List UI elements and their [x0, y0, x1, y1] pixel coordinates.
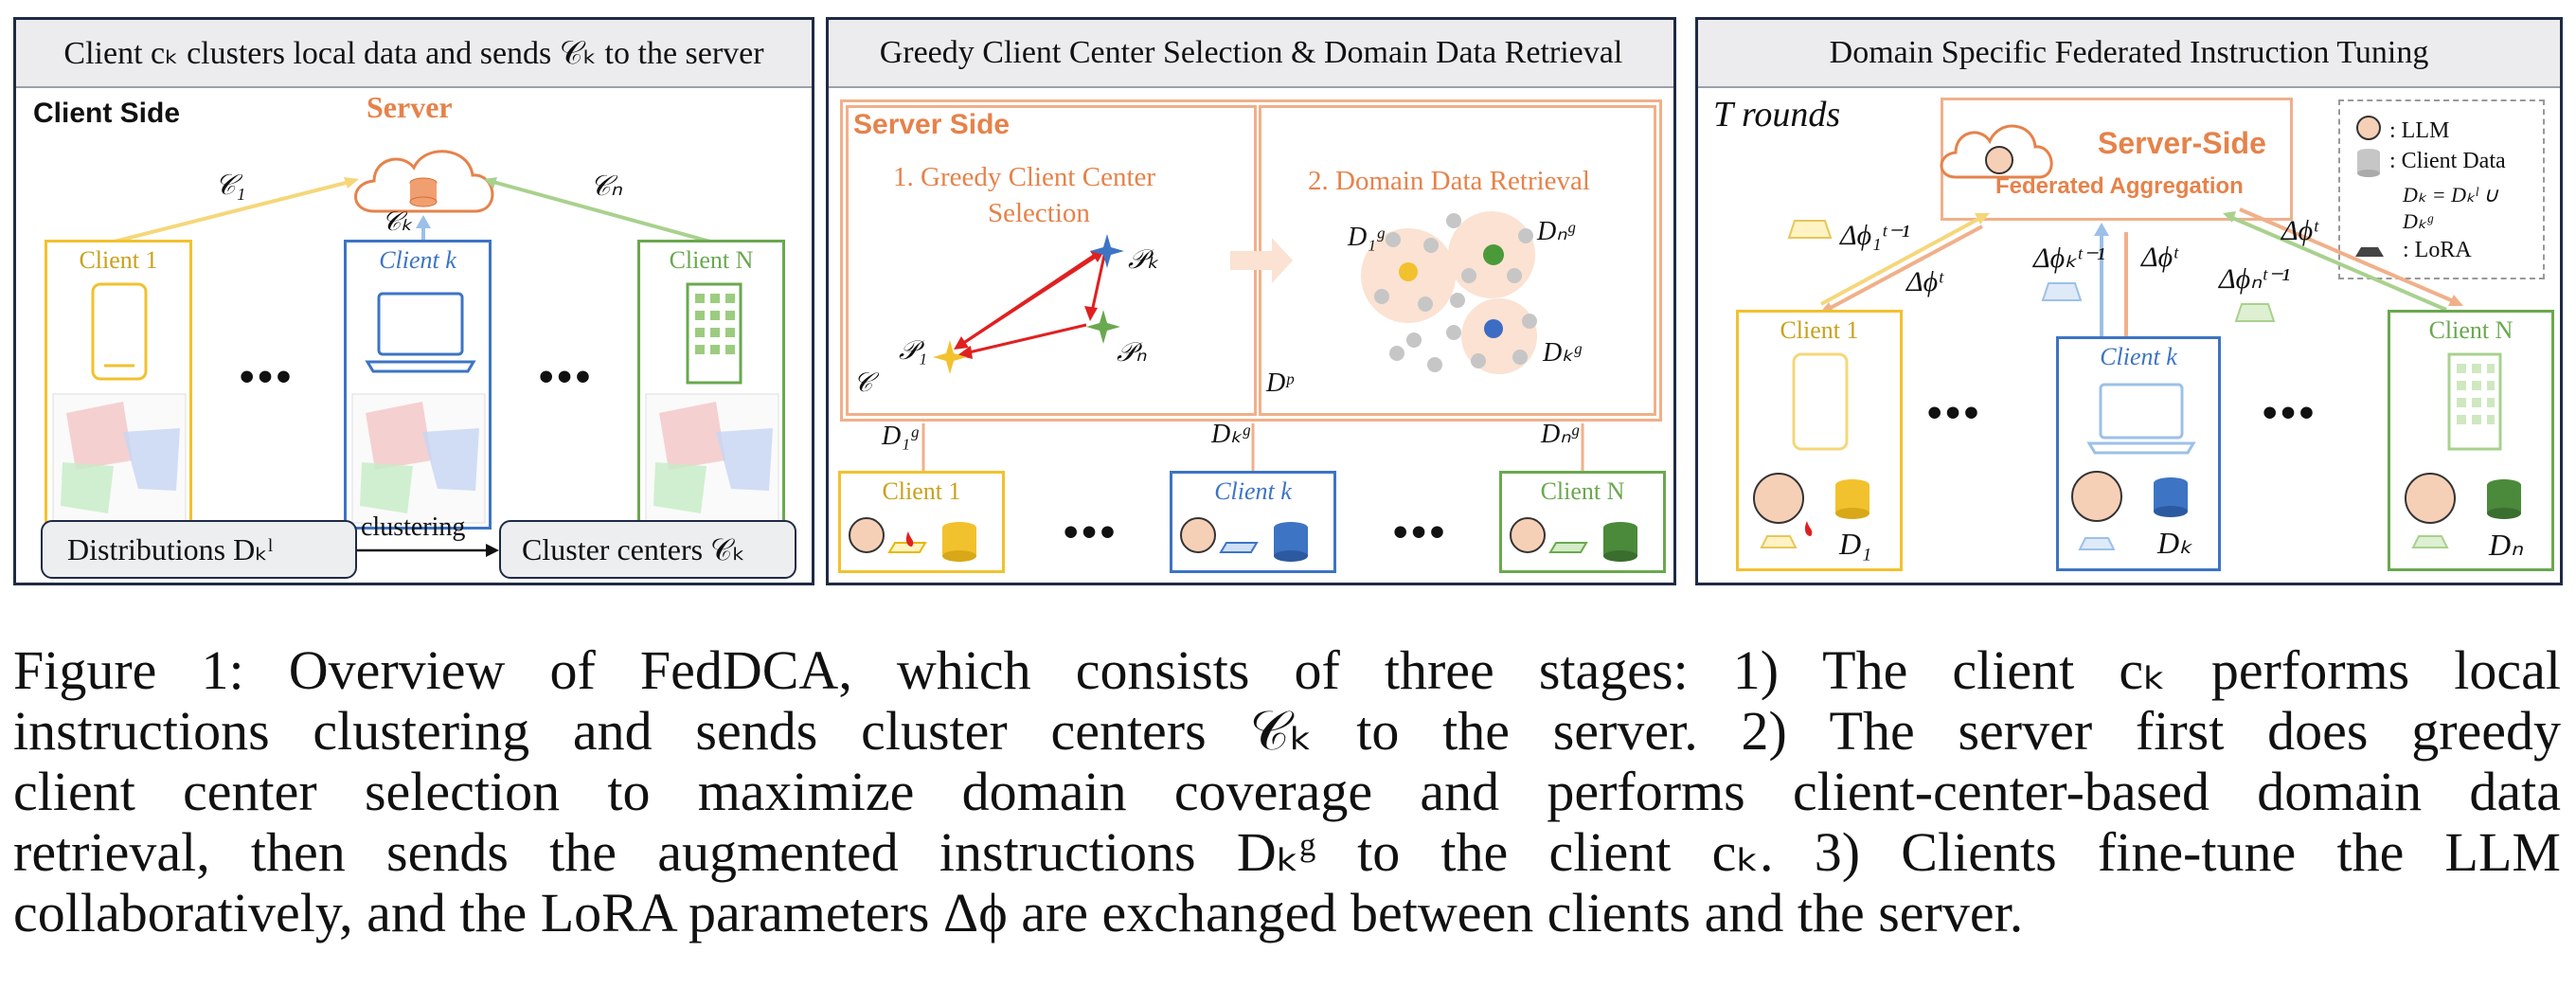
rounds-label: T rounds — [1713, 95, 1841, 135]
caption-line-3: client center selection to maximize doma… — [13, 761, 2561, 822]
client-k-card: Client k Dₖ — [2056, 336, 2221, 571]
down-label-1: Δϕᵗ — [1906, 266, 1943, 297]
ellipsis: ••• — [1064, 509, 1119, 555]
distributions-box — [41, 520, 357, 579]
down-label-n: Δϕᵗ — [2281, 215, 2318, 246]
legend-lora: : LoRA — [2403, 238, 2472, 262]
panel-title: Greedy Client Center Selection & Domain … — [829, 20, 1673, 88]
ellipsis: ••• — [539, 353, 595, 400]
client-n-label: Client N — [2428, 316, 2513, 344]
client-n-card: Client N Dₙ — [2388, 310, 2554, 571]
client-n-label: Client N — [669, 246, 754, 274]
caption-line-4: retrieval, then sends the augmented inst… — [13, 821, 2561, 883]
federated-diagram — [1787, 116, 2463, 351]
pn-label: 𝒫ₙ — [1117, 338, 1147, 368]
d1-label: D₁ — [1839, 527, 1872, 561]
figure-caption: Figure 1: Overview of FedDCA, which cons… — [13, 640, 2561, 943]
client-1-card: Client 1 — [45, 240, 192, 530]
legend-llm: : LLM — [2389, 118, 2450, 143]
laptop-icon — [365, 292, 476, 373]
dp-label: Dᵖ — [1266, 368, 1294, 398]
out-d1g-label: D₁ᵍ — [882, 422, 918, 451]
scatter-thumbnail — [52, 393, 187, 524]
step2-label: 2. Domain Data Retrieval — [1308, 166, 1590, 196]
c-label: 𝒞 — [853, 368, 873, 398]
caption-line-1: Figure 1: Overview of FedDCA, which cons… — [13, 639, 2561, 701]
server-cloud-icon — [106, 150, 718, 557]
selection-box — [846, 105, 1257, 416]
greedy-selection-diagram — [916, 211, 1590, 484]
down-label-k: Δϕᵗ — [2141, 242, 2178, 273]
arrow-label-cn: 𝒞ₙ — [590, 171, 622, 202]
out-dkg-label: Dₖᵍ — [1211, 420, 1250, 449]
panel-title: Domain Specific Federated Instruction Tu… — [1698, 20, 2560, 88]
cluster-centers-box — [499, 520, 796, 579]
scatter-thumbnail — [351, 393, 486, 524]
ellipsis: ••• — [1393, 509, 1449, 555]
client-1-label: Client 1 — [882, 477, 961, 505]
distributions-label: Distributions Dₖˡ — [67, 532, 274, 566]
dkg-label: Dₖᵍ — [1543, 338, 1582, 368]
up-label-k: Δϕₖᵗ⁻¹ — [2033, 243, 2105, 274]
client-1-card: Client 1 D₁ — [1736, 310, 1903, 571]
scatter-thumbnail — [645, 393, 779, 524]
d1g-label: D₁ᵍ — [1348, 223, 1384, 252]
client-1-label: Client 1 — [79, 246, 158, 274]
client-k-label: Client k — [1214, 477, 1292, 505]
dn-label: Dₙ — [2489, 528, 2523, 562]
up-label-n: Δϕₙᵗ⁻¹ — [2219, 263, 2290, 295]
phone-icon — [1753, 352, 1869, 548]
caption-line-2: instructions clustering and sends cluste… — [13, 700, 2561, 762]
building-icon — [2405, 352, 2521, 548]
client-k-card: Client k — [344, 240, 492, 530]
federated-tuning-panel: Domain Specific Federated Instruction Tu… — [1695, 17, 2563, 585]
up-label-1: Δϕ₁ᵗ⁻¹ — [1840, 220, 1910, 251]
client-resources-icons — [849, 517, 1637, 562]
panel-title: Client cₖ clusters local data and sends … — [16, 20, 812, 88]
client-n-label: Client N — [1540, 477, 1625, 505]
client-1-label: Client 1 — [1780, 316, 1859, 344]
center-selection-panel: Greedy Client Center Selection & Domain … — [826, 17, 1676, 585]
client-clustering-panel: Client cₖ clusters local data and sends … — [13, 17, 814, 585]
pk-label: 𝒫ₖ — [1128, 245, 1159, 275]
out-dng-label: Dₙᵍ — [1541, 420, 1579, 449]
step1-label-2: Selection — [988, 198, 1090, 228]
building-icon — [686, 282, 742, 385]
step1-label: 1. Greedy Client Center — [893, 162, 1156, 192]
clustering-label: clustering — [361, 512, 466, 542]
client-n-card: Client N — [637, 240, 785, 530]
legend-data: : Client Data — [2389, 149, 2506, 173]
arrow-label-c1: 𝒞₁ — [215, 170, 246, 201]
caption-line-5: collaboratively, and the LoRA parameters… — [13, 882, 2024, 943]
client-k-label: Client k — [2100, 343, 2177, 370]
client-k-box: Client k — [1170, 471, 1336, 573]
server-side-label: Server Side — [853, 109, 1011, 140]
client-k-label: Client k — [379, 246, 456, 274]
ellipsis: ••• — [240, 353, 295, 400]
legend-eq: Dₖ = Dₖˡ ∪ — [2403, 183, 2498, 207]
server-side-label: Server-Side — [2098, 126, 2266, 160]
laptop-icon — [2071, 383, 2196, 550]
dng-label: Dₙᵍ — [1537, 217, 1575, 246]
client-side-label: Client Side — [33, 98, 181, 129]
server-label: Server — [367, 90, 453, 124]
arrow-label-ck: 𝒞ₖ — [382, 207, 413, 237]
ellipsis: ••• — [1927, 389, 1983, 436]
dk-label: Dₖ — [2157, 526, 2192, 560]
p1-label: 𝒫₁ — [899, 336, 927, 366]
phone-icon — [91, 282, 148, 381]
ellipsis: ••• — [2263, 389, 2318, 436]
legend-eq2: Dₖᵍ — [2403, 209, 2433, 233]
cluster-centers-label: Cluster centers 𝒞ₖ — [522, 532, 745, 566]
